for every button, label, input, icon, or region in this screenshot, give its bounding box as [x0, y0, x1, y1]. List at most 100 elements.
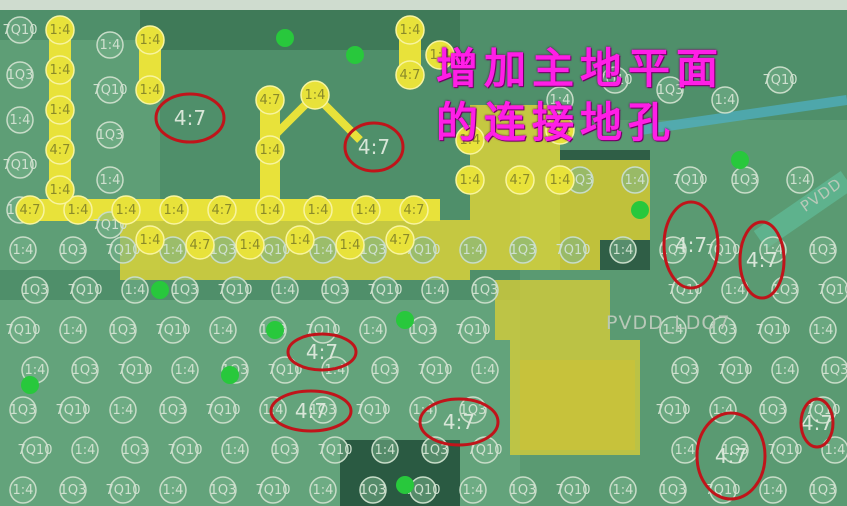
via-small: 1:4 — [96, 31, 124, 59]
via-small-label: 7Q10 — [105, 243, 140, 258]
via-small-label: 1Q3 — [510, 483, 537, 498]
yellow-via-pad — [45, 55, 75, 85]
top-strip — [0, 0, 847, 10]
yellow-via: 1:4 — [255, 195, 285, 225]
via-small: 7Q10 — [155, 316, 191, 344]
yellow-via: 1:4 — [455, 125, 485, 155]
via-small-pad — [809, 316, 837, 344]
green-via-dot — [221, 366, 239, 384]
via-small: 7Q10 — [817, 276, 847, 304]
via-small-pad — [209, 396, 237, 424]
via-small-label: 1Q3 — [760, 403, 787, 418]
via-small-pad — [559, 476, 587, 504]
yellow-via-pad — [63, 195, 93, 225]
via-small-label: 7Q10 — [17, 443, 52, 458]
yellow-via-label: 1:4 — [116, 203, 137, 218]
via-small: 1Q3 — [59, 476, 87, 504]
via-small-label: 7Q10 — [55, 403, 90, 418]
yellow-via-pad — [45, 135, 75, 165]
yellow-via-pad — [45, 15, 75, 45]
green-via-dot — [151, 281, 169, 299]
yellow-via-label: 1:4 — [240, 238, 261, 253]
via-small-pad — [359, 396, 387, 424]
via-small-pad — [821, 276, 847, 304]
via-small-pad — [786, 166, 814, 194]
via-small-label: 1Q3 — [322, 283, 349, 298]
added-ground-via-mark: 4:7 — [154, 92, 226, 144]
via-small: 1Q3 — [21, 276, 49, 304]
via-small-pad — [509, 476, 537, 504]
via-small: 1:4 — [459, 476, 487, 504]
via-small-pad — [676, 166, 704, 194]
red-ellipse-mark — [662, 200, 720, 290]
via-small-label: 7Q10 — [255, 483, 290, 498]
via-small-label: 1Q3 — [410, 323, 437, 338]
via-small: 1:4 — [309, 236, 337, 264]
via-small-label: 1:4 — [475, 363, 496, 378]
added-ground-via-mark: 4:7 — [695, 411, 767, 501]
via-small: 7Q10 — [597, 66, 633, 94]
via-small-pad — [59, 236, 87, 264]
yellow-via-label: 1:4 — [140, 233, 161, 248]
yellow-via: 4:7 — [505, 165, 535, 195]
yellow-via-pad — [303, 195, 333, 225]
via-small-pad — [809, 236, 837, 264]
via-small-pad — [459, 236, 487, 264]
red-ellipse-mark — [799, 397, 835, 449]
via-small-pad — [159, 396, 187, 424]
via-small-pad — [821, 436, 847, 464]
via-small-label: 1:4 — [550, 93, 571, 108]
yellow-via: 1:4 — [63, 195, 93, 225]
via-small: 1Q3 — [471, 276, 499, 304]
added-ground-via-mark: 4:7 — [286, 332, 358, 372]
red-ellipse-mark — [738, 220, 786, 300]
via-small-label: 7Q10 — [117, 363, 152, 378]
yellow-via: 4:7 — [185, 230, 215, 260]
via-small-label: 1:4 — [225, 443, 246, 458]
via-small-pad — [59, 476, 87, 504]
yellow-via-label: 1:4 — [260, 143, 281, 158]
via-small-pad — [271, 276, 299, 304]
via-small-pad — [601, 66, 629, 94]
via-small-label: 1Q3 — [810, 243, 837, 258]
via-small-pad — [359, 316, 387, 344]
via-small: 7Q10 — [405, 476, 441, 504]
via-small: 1:4 — [771, 356, 799, 384]
ground-via-label: 4:7 — [295, 399, 327, 423]
via-small: 7Q10 — [167, 436, 203, 464]
yellow-via-pad — [235, 230, 265, 260]
via-small-pad — [221, 436, 249, 464]
yellow-via-pad — [351, 195, 381, 225]
yellow-via-pad — [385, 225, 415, 255]
via-small-label: 7Q10 — [105, 483, 140, 498]
via-small-pad — [759, 396, 787, 424]
via-small-pad — [659, 316, 687, 344]
via-small-pad — [821, 356, 847, 384]
added-ground-via-mark: 4:7 — [269, 389, 353, 433]
yellow-via-pad — [255, 85, 285, 115]
via-small-pad — [721, 356, 749, 384]
yellow-via: 4:7 — [385, 225, 415, 255]
via-small-pad — [609, 236, 637, 264]
via-small-pad — [309, 396, 337, 424]
via-small: 7Q10 — [672, 166, 708, 194]
red-ellipse-mark — [154, 92, 226, 144]
via-small: 1Q3 — [309, 396, 337, 424]
yellow-via-pad — [135, 225, 165, 255]
green-via-dot — [631, 201, 649, 219]
via-small-label: 7Q10 — [217, 283, 252, 298]
annotation-line-1: 增加主地平面 — [436, 44, 725, 93]
yellow-via: 1:4 — [455, 165, 485, 195]
via-small-pad — [459, 316, 487, 344]
via-small-label: 1Q3 — [660, 243, 687, 258]
via-small: 1:4 — [9, 476, 37, 504]
via-small: 1Q3 — [409, 316, 437, 344]
yellow-via: 1:4 — [235, 230, 265, 260]
yellow-via: 4:7 — [207, 195, 237, 225]
via-small-pad — [6, 16, 34, 44]
via-small: 1:4 — [659, 316, 687, 344]
via-small-pad — [59, 396, 87, 424]
yellow-via-label: 1:4 — [550, 123, 571, 138]
via-small: 1Q3 — [121, 436, 149, 464]
via-small: 1Q3 — [359, 236, 387, 264]
